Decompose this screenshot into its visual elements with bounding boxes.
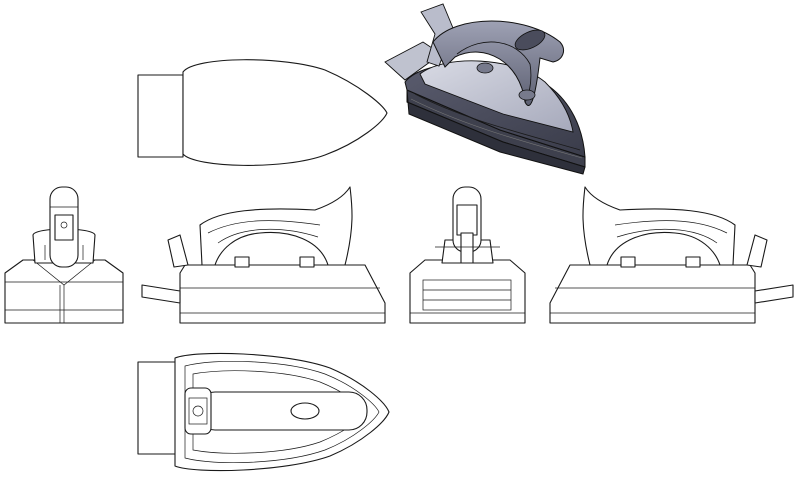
rear-view <box>4 186 124 324</box>
bottom-view <box>137 352 390 472</box>
left-side-view <box>141 186 386 324</box>
front-view <box>409 186 526 324</box>
top-view <box>137 59 388 166</box>
right-side-view <box>549 186 794 324</box>
isometric-view <box>384 3 586 175</box>
